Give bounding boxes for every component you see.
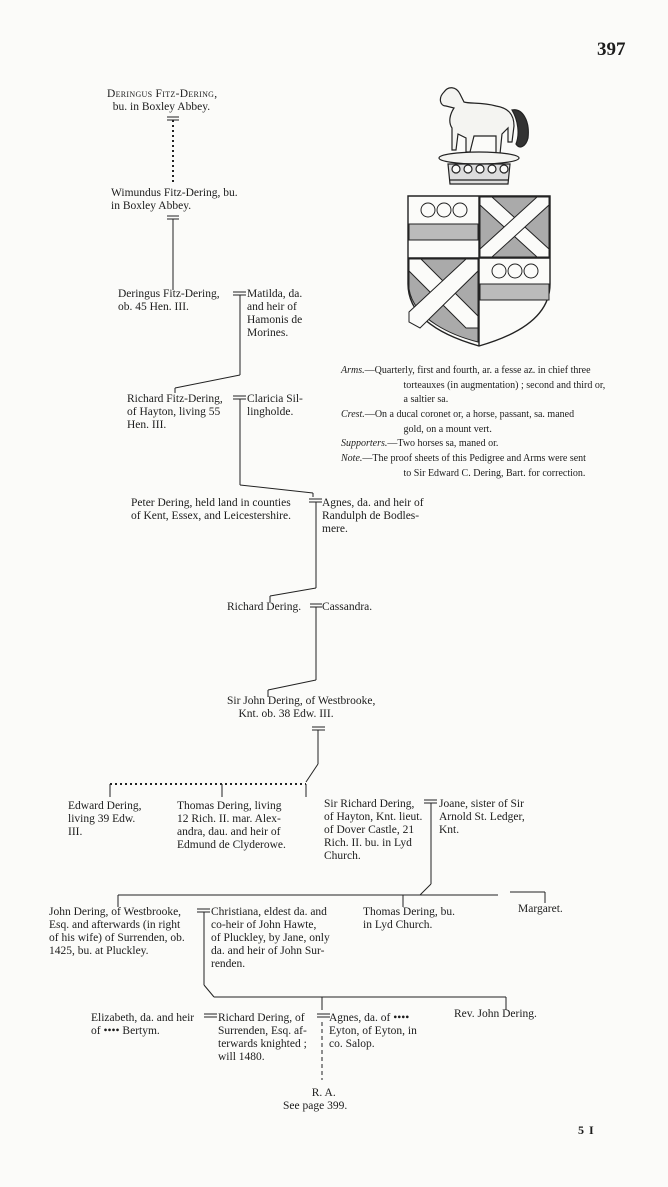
person-wimundus-fitz-dering: Wimundus Fitz-Dering, bu. in Boxley Abbe… [111, 187, 238, 212]
person-joane: Joane, sister of Sir Arnold St. Ledger, … [439, 798, 525, 836]
person-elizabeth: Elizabeth, da. and heir of •••• Bertym. [91, 1012, 195, 1037]
crest-description: Crest.—On a ducal coronet or, a horse, p… [341, 409, 575, 435]
person-matilda: Matilda, da. and heir of Hamonis de Mori… [247, 288, 303, 339]
person-cassandra: Cassandra. [322, 601, 373, 613]
person-peter-dering: Peter Dering, held land in counties of K… [131, 497, 291, 522]
person-richard-fitz-dering: Richard Fitz-Dering, of Hayton, living 5… [127, 393, 223, 431]
arms-description: Arms.—Quarterly, first and fourth, ar. a… [341, 365, 606, 406]
person-agnes-eyton: Agnes, da. of •••• Eyton, of Eyton, in c… [329, 1012, 417, 1050]
coat-of-arms-icon [407, 87, 551, 347]
person-agnes-bodlesmere: Agnes, da. and heir of Randulph de Bodle… [322, 497, 424, 535]
person-thomas-dering-2: Thomas Dering, bu. in Lyd Church. [363, 906, 455, 931]
person-sir-john-dering: Sir John Dering, of Westbrooke, Knt. ob.… [227, 695, 376, 720]
cross-reference: R. A. See page 399. [283, 1087, 348, 1112]
person-thomas-dering-1: Thomas Dering, living 12 Rich. II. mar. … [177, 800, 286, 851]
person-richard-dering: Richard Dering. [227, 601, 302, 613]
person-john-dering-westbrooke: John Dering, of Westbrooke, Esq. and aft… [49, 906, 185, 957]
person-sir-richard-dering: Sir Richard Dering, of Hayton, Knt. lieu… [324, 798, 423, 862]
person-claricia: Claricia Sil- lingholde. [247, 393, 303, 418]
person-christiana: Christiana, eldest da. and co-heir of Jo… [211, 906, 330, 970]
person-margaret: Margaret. [518, 903, 563, 915]
person-deringus-fitz-dering-2: Deringus Fitz-Dering, ob. 45 Hen. III. [118, 288, 220, 313]
person-richard-dering-surrenden: Richard Dering, of Surrenden, Esq. af- t… [218, 1012, 307, 1063]
person-edward-dering: Edward Dering, living 39 Edw. III. [68, 800, 142, 838]
supporters-description: Supporters.—Two horses sa, maned or. [341, 438, 499, 449]
person-deringus-fitz-dering-1: Deringus Fitz-Dering, bu. in Boxley Abbe… [107, 88, 218, 113]
person-rev-john-dering: Rev. John Dering. [454, 1008, 537, 1020]
signature-mark: 5 I [578, 1123, 595, 1137]
page-number: 397 [597, 39, 626, 60]
note-text: Note.—The proof sheets of this Pedigree … [341, 453, 586, 479]
